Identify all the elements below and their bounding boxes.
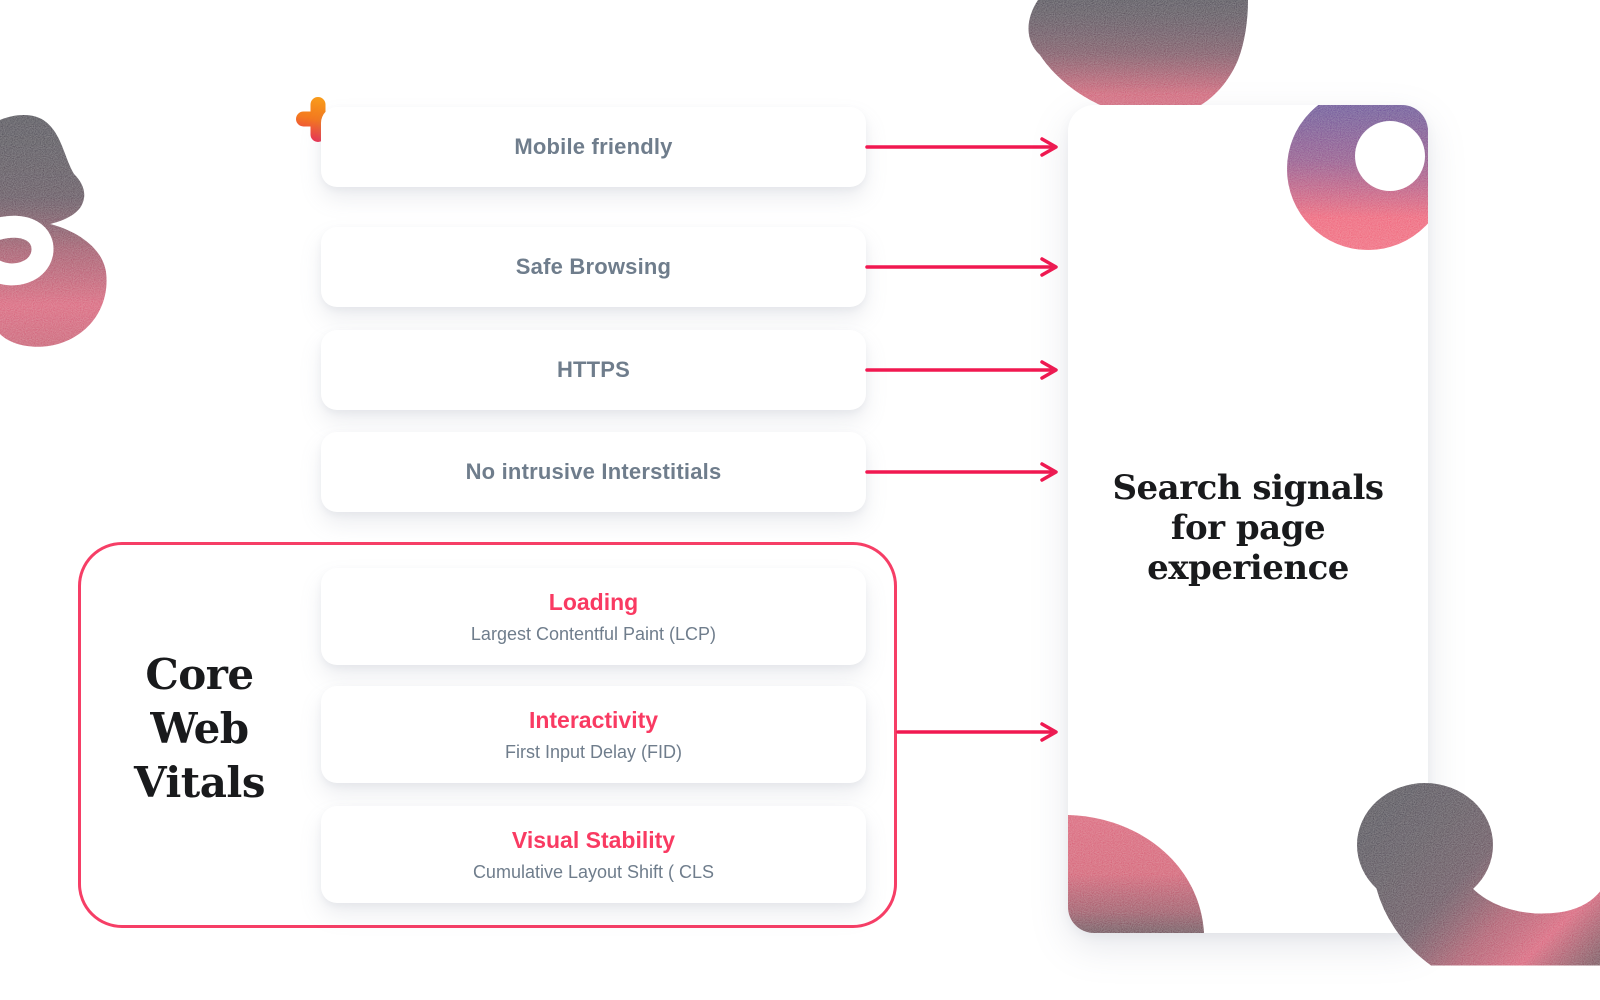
signal-card-no-intrusive-interstitials: No intrusive Interstitials — [321, 432, 866, 512]
search-signals-title: Search signals for page experience — [1068, 468, 1428, 588]
arrow-https — [865, 360, 1058, 380]
vital-card-loading: Loading Largest Contentful Paint (LCP) — [321, 568, 866, 665]
signal-label: Safe Browsing — [515, 254, 672, 279]
arrow-mobile-friendly — [865, 137, 1058, 157]
arrow-core-web-vitals — [896, 722, 1058, 742]
signal-card-safe-browsing: Safe Browsing — [321, 227, 866, 307]
core-web-vitals-heading: Core Web Vitals — [78, 648, 321, 810]
signal-card-https: HTTPS — [321, 330, 866, 410]
vital-subtitle: Largest Contentful Paint (LCP) — [470, 623, 717, 644]
arrow-safe-browsing — [865, 257, 1058, 277]
vital-subtitle: Cumulative Layout Shift ( CLS — [472, 861, 715, 882]
signal-card-mobile-friendly: Mobile friendly — [321, 107, 866, 187]
vital-subtitle: First Input Delay (FID) — [504, 741, 683, 762]
donut-shape — [1287, 105, 1428, 250]
signal-label: HTTPS — [556, 357, 631, 382]
vital-title: Loading — [548, 588, 639, 615]
left-ink-blob — [0, 115, 107, 347]
search-signals-card: Search signals for page experience — [1068, 105, 1428, 933]
signal-label: No intrusive Interstitials — [465, 459, 722, 484]
search-signals-title-line: for page experience — [1147, 508, 1349, 588]
search-signals-title-line: Search signals — [1112, 468, 1384, 508]
core-web-vitals-heading-line: Web — [150, 704, 249, 753]
core-web-vitals-group-outline — [78, 542, 897, 928]
vital-title: Visual Stability — [511, 826, 676, 853]
vital-card-interactivity: Interactivity First Input Delay (FID) — [321, 686, 866, 783]
core-web-vitals-heading-line: Core — [145, 650, 254, 699]
vital-title: Interactivity — [528, 706, 659, 733]
arrow-no-intrusive-interstitials — [865, 462, 1058, 482]
vital-card-visual-stability: Visual Stability Cumulative Layout Shift… — [321, 806, 866, 903]
core-web-vitals-heading-line: Vitals — [133, 758, 266, 807]
signal-label: Mobile friendly — [514, 134, 673, 159]
quarter-circle-shape — [1068, 815, 1204, 933]
